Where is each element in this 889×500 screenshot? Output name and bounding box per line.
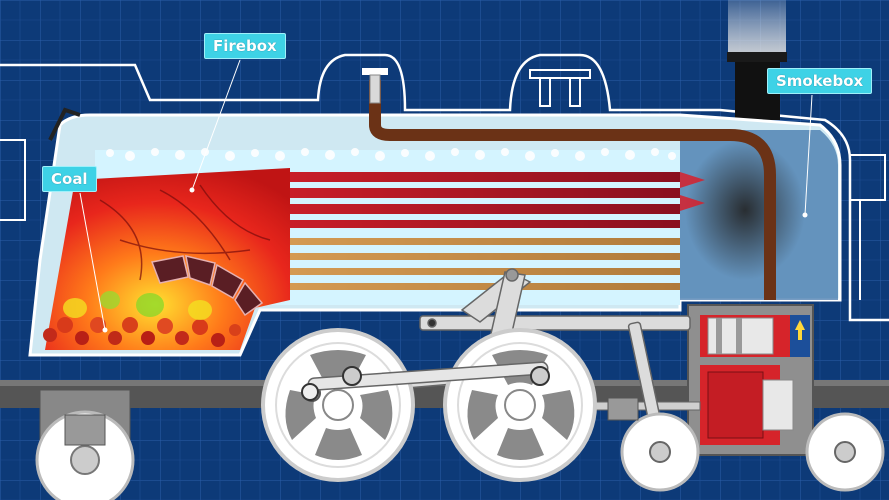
smokebox-label: Smokebox bbox=[767, 68, 873, 94]
steam-cylinder bbox=[687, 304, 814, 456]
firebox-flame-lines bbox=[99, 184, 271, 281]
return-crank bbox=[301, 383, 319, 401]
coal-leader-dot bbox=[102, 327, 108, 333]
safety-valve bbox=[529, 69, 591, 107]
firebox-label: Firebox bbox=[204, 33, 286, 59]
brick-arch bbox=[150, 255, 264, 317]
chimney-cap bbox=[727, 52, 787, 62]
leading-wheel-front bbox=[805, 412, 885, 492]
driving-wheel-front bbox=[443, 328, 597, 482]
crosshead bbox=[607, 397, 639, 421]
fire-tubes bbox=[290, 172, 680, 290]
cab-outline bbox=[0, 139, 26, 221]
driving-wheel-rear bbox=[261, 328, 415, 482]
coal-bed bbox=[43, 291, 241, 347]
front-outline bbox=[850, 154, 886, 300]
firebox-leader-line bbox=[191, 59, 241, 191]
leading-wheel-rear bbox=[620, 412, 700, 492]
whistle-lever bbox=[48, 107, 81, 141]
coal-label: Coal bbox=[42, 166, 97, 192]
smokebox-leader-line bbox=[804, 94, 813, 216]
crank-pin-front bbox=[530, 366, 550, 386]
hot-gas-arrows bbox=[680, 172, 705, 211]
water-bubbles bbox=[106, 148, 676, 161]
steam-pipe bbox=[369, 80, 776, 300]
smokebox-smoke bbox=[685, 140, 805, 280]
crank-pin-rear bbox=[342, 366, 362, 386]
trailing-wheel bbox=[35, 389, 135, 500]
coal-leader-line bbox=[79, 192, 106, 331]
boiler-outline bbox=[0, 53, 889, 322]
smokebox-leader-dot bbox=[802, 212, 808, 218]
firebox-leader-dot bbox=[189, 187, 195, 193]
stack-smoke bbox=[728, 0, 786, 55]
regulator-valve bbox=[362, 68, 388, 104]
